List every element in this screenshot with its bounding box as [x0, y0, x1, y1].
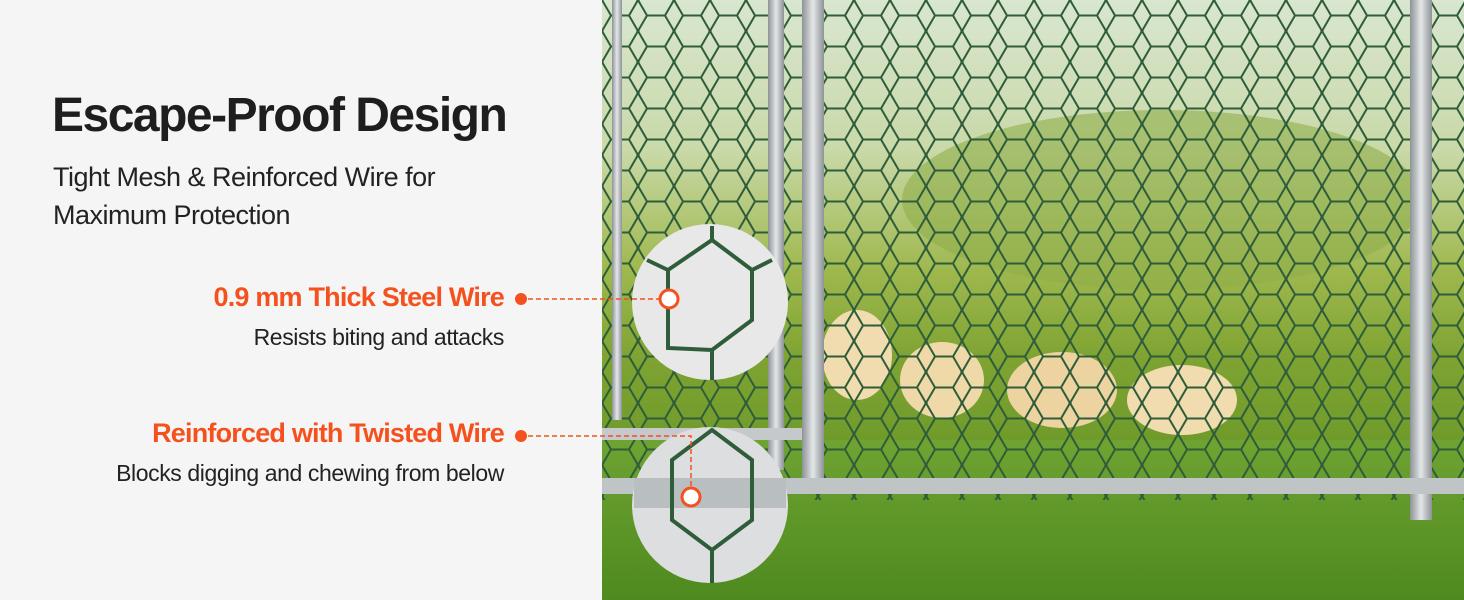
feature-title-steel-wire: 0.9 mm Thick Steel Wire — [213, 282, 505, 312]
zoom-callouts — [632, 224, 788, 583]
feature-title-twisted-wire: Reinforced with Twisted Wire — [152, 418, 505, 448]
text-panel: Escape-Proof Design Tight Mesh & Reinfor… — [0, 0, 602, 600]
product-photo-chicken-coop — [602, 0, 1464, 600]
zoom-circle-twisted-wire — [632, 427, 788, 583]
feature-desc-steel-wire: Resists biting and attacks — [253, 324, 505, 350]
zoom-circle-steel-wire — [632, 224, 788, 380]
page-title: Escape-Proof Design — [52, 89, 508, 142]
feature-desc-twisted-wire: Blocks digging and chewing from below — [116, 460, 504, 486]
page-subtitle: Tight Mesh & Reinforced Wire for Maximum… — [53, 162, 436, 230]
